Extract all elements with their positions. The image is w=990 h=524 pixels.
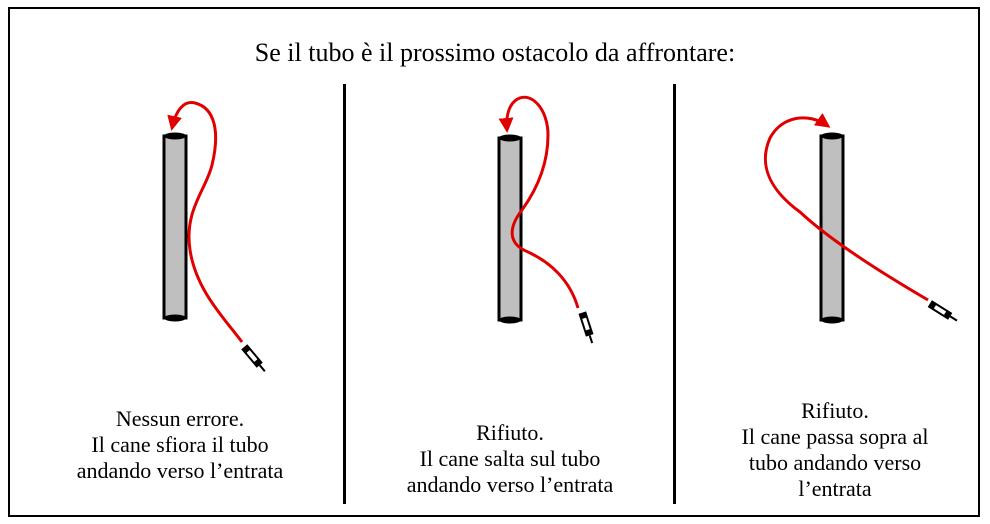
panel-2-illustration [497,95,594,344]
panel-divider-2 [673,84,676,504]
dog-path-3 [764,112,929,302]
diagram-title: Se il tubo è il prossimo ostacolo da aff… [254,38,736,67]
tunnel-entrance-icon-1 [241,344,266,372]
tunnel-entrance-icon-3 [927,300,958,322]
tube-3 [819,132,845,324]
tunnel-entrance-icon-2 [578,311,594,344]
caption-panel-1: Nessun errore. Il cane sfiora il tubo an… [76,406,284,483]
panel-3-illustration [764,112,958,324]
panel-divider-1 [343,84,346,504]
panel-1-illustration [162,100,266,372]
tube-1 [162,132,188,322]
caption-panel-3: Rifiuto. Il cane passa sopra al tubo and… [741,398,929,501]
dog-path-2 [498,95,580,309]
diagram-frame [8,7,980,517]
dog-path-1 [167,100,244,343]
caption-panel-2: Rifiuto. Il cane salta sul tubo andando … [406,420,614,497]
tube-2 [497,134,523,324]
